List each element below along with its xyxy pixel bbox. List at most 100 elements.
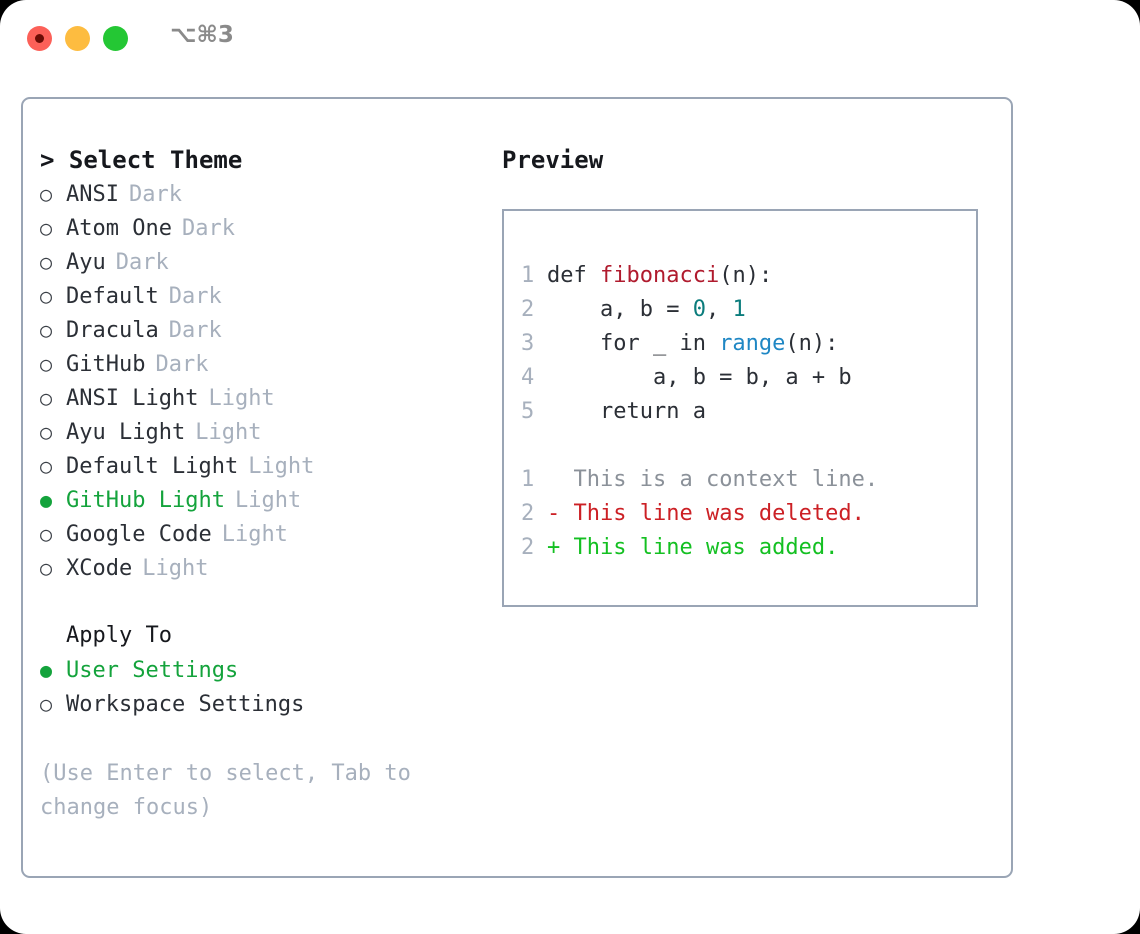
- radio-unselected-icon[interactable]: ○: [40, 284, 53, 308]
- radio-unselected-icon[interactable]: ○: [40, 692, 53, 716]
- code-line: 3 for _ in range(n):: [521, 327, 968, 361]
- theme-item-label: Default Light: [66, 454, 239, 479]
- keyboard-shortcut-label: ⌥⌘3: [170, 22, 234, 48]
- title-bar: ⌥⌘3: [0, 0, 1140, 78]
- theme-item-github[interactable]: ○ GitHub Dark: [40, 347, 480, 381]
- preview-header: Preview: [502, 146, 604, 174]
- theme-item-kind-badge: Light: [195, 420, 262, 445]
- theme-item-kind-badge: Dark: [155, 352, 209, 377]
- theme-item-label: Ayu: [66, 250, 106, 275]
- radio-unselected-icon[interactable]: ○: [40, 318, 53, 342]
- radio-unselected-icon[interactable]: ○: [40, 250, 53, 274]
- diff-text: This line was deleted.: [573, 501, 865, 526]
- apply-to-section: Apply To ● User Settings ○ Workspace Settin…: [40, 619, 480, 721]
- theme-item-kind-badge: Dark: [181, 216, 235, 241]
- maximize-button[interactable]: [103, 26, 128, 51]
- apply-to-option-workspace-settings[interactable]: ○ Workspace Settings: [40, 687, 480, 721]
- line-number: 5: [521, 399, 535, 424]
- theme-item-ansi[interactable]: ○ ANSI Dark: [40, 177, 480, 211]
- theme-item-label: Dracula: [66, 318, 159, 343]
- close-button[interactable]: [27, 26, 52, 51]
- theme-item-dracula[interactable]: ○ Dracula Dark: [40, 313, 480, 347]
- theme-item-kind-badge: Light: [208, 386, 275, 411]
- code-token: a, b =: [547, 297, 693, 322]
- apply-to-option-label: Workspace Settings: [66, 692, 305, 717]
- diff-marker: +: [547, 535, 574, 560]
- minimize-button[interactable]: [65, 26, 90, 51]
- code-token: return a: [547, 399, 706, 424]
- apply-to-option-label: User Settings: [66, 658, 239, 683]
- apply-to-options[interactable]: ● User Settings ○ Workspace Settings: [40, 653, 480, 721]
- radio-unselected-icon[interactable]: ○: [40, 216, 53, 240]
- diff-text: This line was added.: [573, 535, 839, 560]
- code-token: def: [547, 263, 600, 288]
- theme-item-label: GitHub Light: [66, 488, 225, 513]
- diff-marker: -: [547, 501, 574, 526]
- theme-item-label: ANSI: [66, 182, 119, 207]
- line-number: 2: [521, 501, 535, 526]
- apply-to-option-user-settings[interactable]: ● User Settings: [40, 653, 480, 687]
- line-number: 1: [521, 467, 535, 492]
- theme-item-label: ANSI Light: [66, 386, 199, 411]
- line-number: 1: [521, 263, 535, 288]
- code-token: fibonacci: [599, 263, 720, 288]
- code-token: (n):: [785, 331, 839, 356]
- diff-marker: [547, 463, 574, 497]
- code-line: 1 def fibonacci(n):: [521, 259, 968, 293]
- radio-unselected-icon[interactable]: ○: [40, 556, 53, 580]
- radio-unselected-icon[interactable]: ○: [40, 386, 53, 410]
- radio-selected-icon[interactable]: ●: [40, 488, 53, 512]
- code-token: (n):: [719, 263, 773, 288]
- radio-unselected-icon[interactable]: ○: [40, 182, 53, 206]
- traffic-lights: [27, 26, 128, 51]
- theme-item-github-light[interactable]: ● GitHub Light Light: [40, 483, 480, 517]
- radio-unselected-icon[interactable]: ○: [40, 352, 53, 376]
- radio-selected-icon[interactable]: ●: [40, 658, 53, 682]
- radio-unselected-icon[interactable]: ○: [40, 522, 53, 546]
- theme-item-label: Atom One: [66, 216, 172, 241]
- theme-item-ayu-light[interactable]: ○ Ayu Light Light: [40, 415, 480, 449]
- select-theme-header: > Select Theme: [40, 146, 243, 174]
- line-number: 2: [521, 535, 535, 560]
- radio-unselected-icon[interactable]: ○: [40, 454, 53, 478]
- theme-item-ansi-light[interactable]: ○ ANSI Light Light: [40, 381, 480, 415]
- theme-item-atom-one[interactable]: ○ Atom One Dark: [40, 211, 480, 245]
- theme-item-label: Ayu Light: [66, 420, 186, 445]
- diff-text: This is a context line.: [573, 467, 879, 492]
- code-line: 4 a, b = b, a + b: [521, 361, 968, 395]
- code-line: 5 return a: [521, 395, 968, 429]
- apply-to-title: Apply To: [66, 623, 172, 648]
- code-token: 0: [692, 297, 706, 322]
- keyboard-hint-text: (Use Enter to select, Tab to change focu…: [40, 761, 425, 820]
- theme-item-kind-badge: Dark: [128, 182, 182, 207]
- diff-line: 2 + This line was added.: [521, 531, 968, 565]
- theme-item-label: GitHub: [66, 352, 146, 377]
- line-number: 4: [521, 365, 535, 390]
- theme-item-label: XCode: [66, 556, 133, 581]
- code-line: 2 a, b = 0, 1: [521, 293, 968, 327]
- theme-item-label: Default: [66, 284, 159, 309]
- diff-line: 1 This is a context line.: [521, 463, 968, 497]
- code-token: for _ in: [547, 331, 720, 356]
- theme-item-label: Google Code: [66, 522, 212, 547]
- code-token: 1: [732, 297, 746, 322]
- theme-item-kind-badge: Dark: [168, 318, 222, 343]
- radio-unselected-icon[interactable]: ○: [40, 420, 53, 444]
- line-number: 2: [521, 297, 535, 322]
- theme-item-kind-badge: Light: [234, 488, 302, 513]
- code-token: range: [719, 331, 786, 356]
- code-token: a, b = b, a + b: [547, 365, 852, 390]
- diff-line: 2- This line was deleted.: [521, 497, 968, 531]
